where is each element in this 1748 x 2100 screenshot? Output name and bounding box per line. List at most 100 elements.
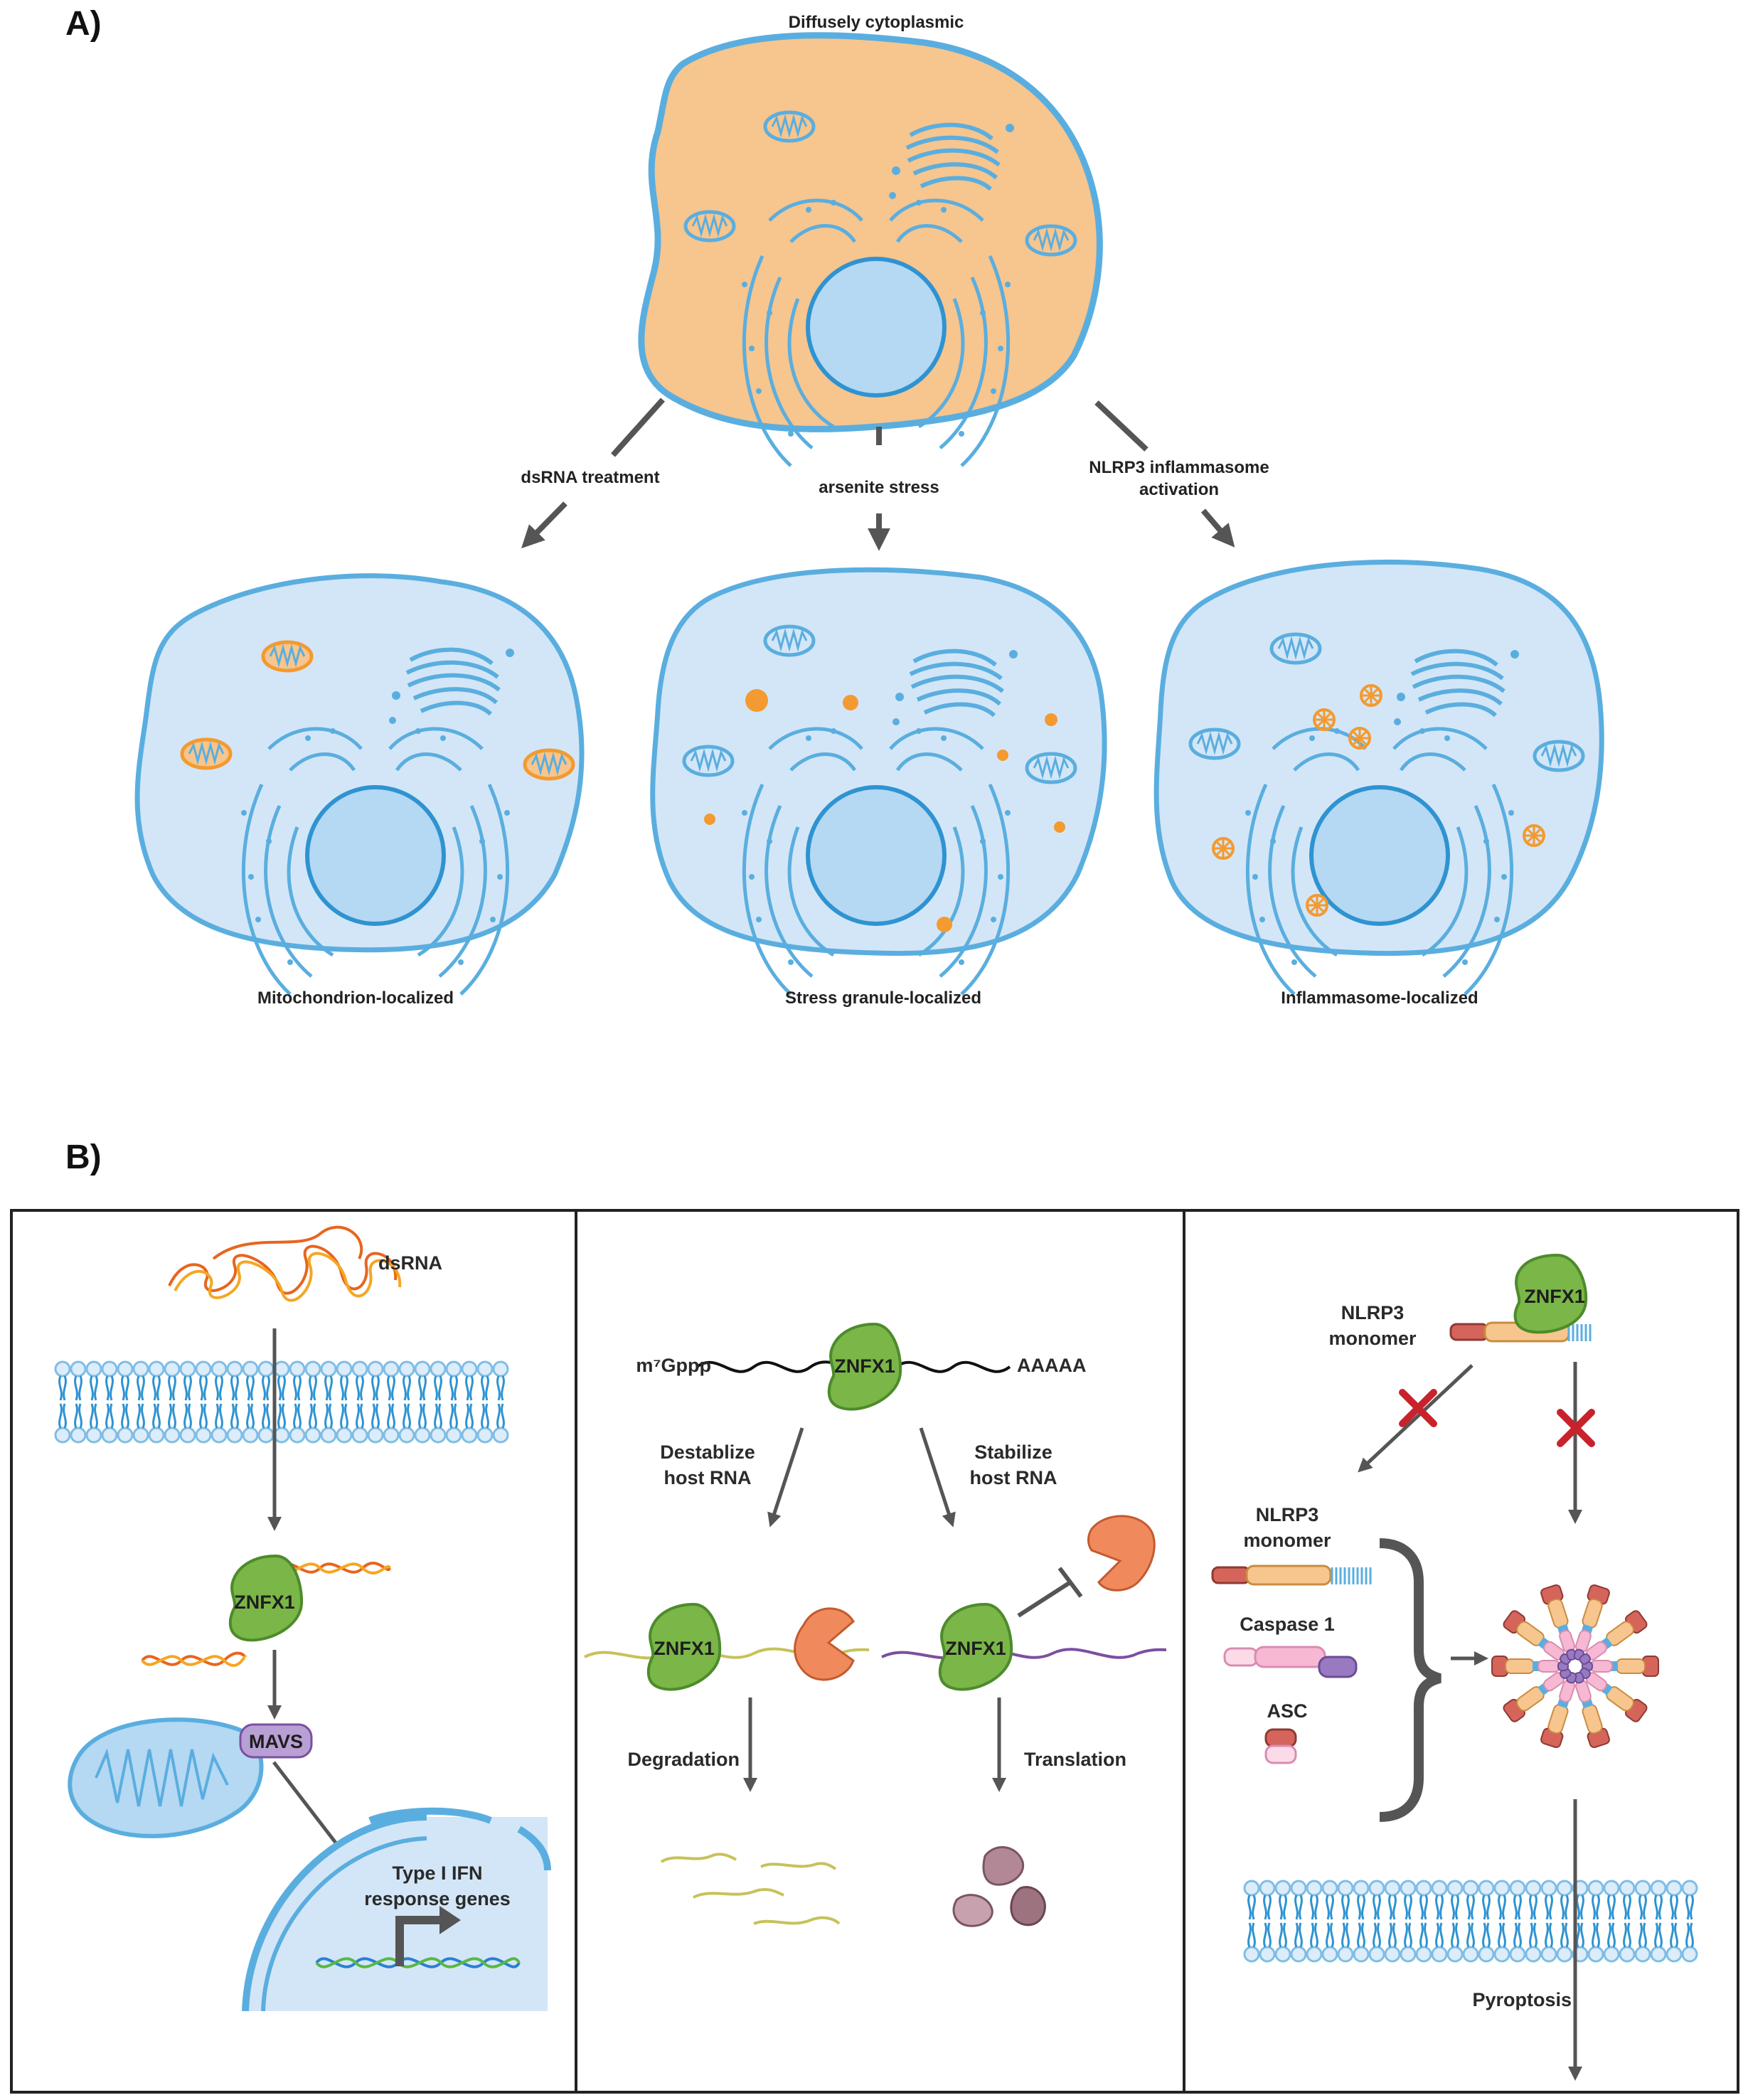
lipid-bottom bbox=[1603, 1922, 1620, 1963]
right-cell-label: Inflammasome-localized bbox=[1281, 988, 1478, 1008]
lipid-bottom bbox=[1400, 1922, 1417, 1963]
lipid-bottom bbox=[1462, 1922, 1479, 1963]
translation-label: Translation bbox=[1024, 1749, 1127, 1770]
caspase1-shape bbox=[1223, 1646, 1358, 1678]
arrow-dsrna bbox=[521, 398, 665, 549]
lipid-bottom bbox=[461, 1402, 478, 1444]
lipid-top bbox=[1478, 1880, 1495, 1921]
lipid-top bbox=[445, 1360, 462, 1402]
inflammasome-spoke bbox=[1503, 1610, 1572, 1665]
nlrp3-top-line1: NLRP3 bbox=[1341, 1302, 1405, 1323]
lipid-top bbox=[226, 1360, 243, 1402]
lipid-bottom bbox=[1540, 1922, 1557, 1963]
lipid-bottom bbox=[1321, 1922, 1338, 1963]
cap-label: m⁷Gppp bbox=[636, 1355, 711, 1376]
lipid-bottom bbox=[1509, 1922, 1526, 1963]
mavs-label: MAVS bbox=[249, 1731, 303, 1752]
lipid-top bbox=[1259, 1880, 1276, 1921]
lipid-top bbox=[132, 1360, 149, 1402]
lipid-top bbox=[1415, 1880, 1432, 1921]
lipid-bottom bbox=[414, 1402, 431, 1444]
lipid-top bbox=[398, 1360, 415, 1402]
lipid-top bbox=[320, 1360, 337, 1402]
lipid-top bbox=[101, 1360, 118, 1402]
polya-label: AAAAA bbox=[1017, 1355, 1087, 1376]
lipid-top bbox=[289, 1360, 306, 1402]
assembly-brace bbox=[1379, 1538, 1441, 1822]
inflammasome-spoke bbox=[1582, 1656, 1659, 1677]
lipid-top bbox=[1353, 1880, 1370, 1921]
lipid-top bbox=[242, 1360, 259, 1402]
top-cell-label: Diffusely cytoplasmic bbox=[788, 13, 964, 32]
lipid-bottom bbox=[1666, 1922, 1683, 1963]
lipid-bottom bbox=[242, 1402, 259, 1444]
lipid-bottom bbox=[132, 1402, 149, 1444]
lipid-top bbox=[1337, 1880, 1354, 1921]
lipid-top bbox=[1368, 1880, 1385, 1921]
lipid-bottom bbox=[1259, 1922, 1276, 1963]
arrow-nlrp3 bbox=[1094, 400, 1235, 548]
lipid-bottom bbox=[1650, 1922, 1667, 1963]
znfx1-label-destab: ZNFX1 bbox=[654, 1638, 715, 1659]
lipid-top bbox=[430, 1360, 447, 1402]
lipid-top bbox=[1493, 1880, 1510, 1921]
lipid-top bbox=[304, 1360, 321, 1402]
arrow-nlrp3-release bbox=[1358, 1364, 1473, 1473]
nlrp3-top-line2: monomer bbox=[1328, 1328, 1417, 1349]
membrane-right bbox=[1243, 1880, 1698, 1963]
destabilize-line1: Destablize bbox=[660, 1441, 755, 1463]
lipid-top bbox=[273, 1360, 290, 1402]
caspase1-label: Caspase 1 bbox=[1240, 1614, 1335, 1635]
lipid-top bbox=[1603, 1880, 1620, 1921]
membrane-left bbox=[54, 1360, 509, 1444]
lipid-bottom bbox=[179, 1402, 196, 1444]
lipid-bottom bbox=[148, 1402, 165, 1444]
lipid-bottom bbox=[304, 1402, 321, 1444]
condition-arsenite: arsenite stress bbox=[819, 478, 939, 497]
panel-a-letter: A) bbox=[65, 5, 102, 43]
inflammasome-spoke bbox=[1503, 1668, 1572, 1722]
lipid-bottom bbox=[54, 1402, 71, 1444]
lipid-top bbox=[1556, 1880, 1573, 1921]
lipid-bottom bbox=[398, 1402, 415, 1444]
lipid-top bbox=[1509, 1880, 1526, 1921]
pyroptosis-label: Pyroptosis bbox=[1472, 1989, 1572, 2010]
znfx1-label-right: ZNFX1 bbox=[1524, 1286, 1585, 1307]
lipid-bottom bbox=[476, 1402, 494, 1444]
inflammasome-spoke bbox=[1579, 1668, 1648, 1722]
inflammasome-spoke bbox=[1540, 1671, 1577, 1749]
lipid-top bbox=[1431, 1880, 1448, 1921]
asc-shape bbox=[1264, 1728, 1297, 1764]
lipid-bottom bbox=[195, 1402, 212, 1444]
rna-fragments bbox=[660, 1853, 841, 1925]
lipid-bottom bbox=[101, 1402, 118, 1444]
znfx1-label-left: ZNFX1 bbox=[234, 1592, 295, 1613]
condition-nlrp3-line2: activation bbox=[1139, 480, 1220, 499]
lipid-bottom bbox=[367, 1402, 384, 1444]
inflammasome-spoke bbox=[1573, 1671, 1610, 1749]
lipid-bottom bbox=[1290, 1922, 1307, 1963]
lipid-bottom bbox=[1478, 1922, 1495, 1963]
lipid-top bbox=[1619, 1880, 1636, 1921]
inhibit-x-left bbox=[1399, 1389, 1437, 1427]
lipid-bottom bbox=[1337, 1922, 1354, 1963]
lipid-bottom bbox=[1243, 1922, 1260, 1963]
lipid-top bbox=[1446, 1880, 1464, 1921]
lipid-top bbox=[383, 1360, 400, 1402]
arrow-stabilize bbox=[919, 1427, 956, 1528]
lipid-top bbox=[1306, 1880, 1323, 1921]
center-cell-label: Stress granule-localized bbox=[784, 988, 982, 1008]
left-cell bbox=[134, 573, 585, 994]
lipid-top bbox=[461, 1360, 478, 1402]
lipid-top bbox=[1384, 1880, 1401, 1921]
lipid-bottom bbox=[336, 1402, 353, 1444]
lipid-top bbox=[117, 1360, 134, 1402]
lipid-top bbox=[1540, 1880, 1557, 1921]
lipid-bottom bbox=[1681, 1922, 1698, 1963]
lipid-top bbox=[1274, 1880, 1291, 1921]
nucleus-ifn bbox=[242, 1807, 551, 2012]
ifn-label-line1: Type I IFN bbox=[392, 1862, 483, 1884]
znfx1-dsrna-complex: ZNFX1 bbox=[141, 1554, 391, 1667]
ifn-label-line2: response genes bbox=[364, 1888, 511, 1909]
protein-products bbox=[952, 1846, 1046, 1927]
